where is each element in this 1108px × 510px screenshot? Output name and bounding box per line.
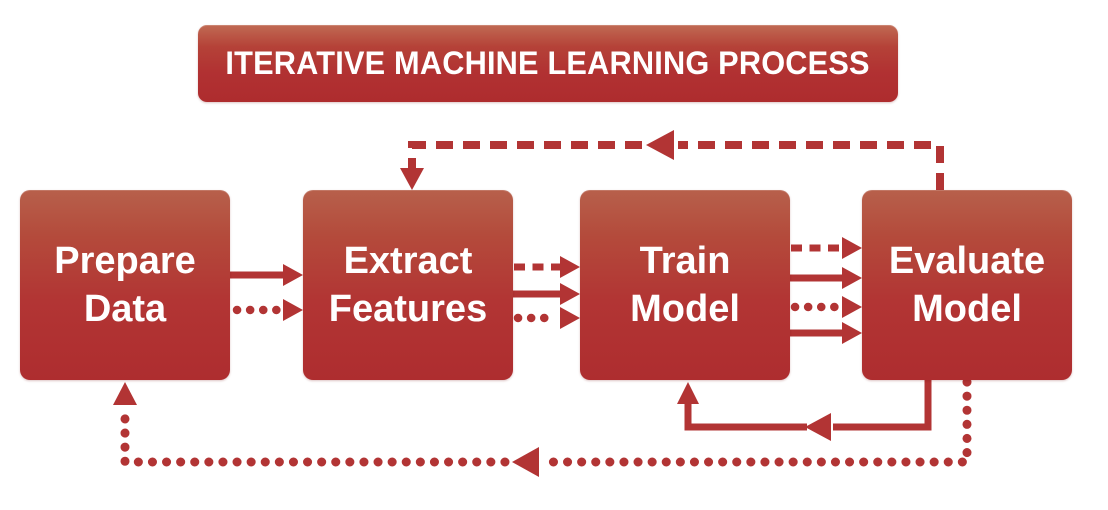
node-train-model: Train Model xyxy=(580,190,790,380)
node-evaluate-model: Evaluate Model xyxy=(862,190,1072,380)
node-prepare-data: Prepare Data xyxy=(20,190,230,380)
title-text: ITERATIVE MACHINE LEARNING PROCESS xyxy=(225,45,871,81)
edge-train-to-evaluate-solid-upper xyxy=(790,267,862,289)
edge-train-to-evaluate-dotted xyxy=(790,296,862,318)
edge-evaluate-to-extract-feedback-dashed xyxy=(400,130,944,190)
edge-prepare-to-extract-solid xyxy=(230,264,303,286)
node-evaluate-model-line2: Model xyxy=(912,288,1022,330)
node-extract-features: Extract Features xyxy=(303,190,513,380)
node-extract-features-line1: Extract xyxy=(343,240,473,282)
edge-extract-to-train-dotted xyxy=(513,307,580,329)
edge-extract-to-train-solid xyxy=(513,283,580,305)
node-prepare-data-line1: Prepare xyxy=(54,240,196,282)
edge-extract-to-train-dashed xyxy=(514,256,580,278)
node-extract-features-line2: Features xyxy=(328,288,488,330)
edge-evaluate-to-prepare-feedback-dotted xyxy=(113,377,972,477)
edge-prepare-to-extract-dotted xyxy=(232,299,303,321)
title-banner: ITERATIVE MACHINE LEARNING PROCESS xyxy=(198,25,898,102)
edge-train-to-evaluate-solid-lower xyxy=(790,322,862,344)
node-train-model-line2: Model xyxy=(630,288,740,330)
node-evaluate-model-line1: Evaluate xyxy=(888,240,1046,282)
node-prepare-data-line2: Data xyxy=(83,288,167,330)
node-train-model-line1: Train xyxy=(639,240,731,282)
edge-evaluate-to-train-feedback-solid xyxy=(677,380,932,441)
edge-train-to-evaluate-dashed xyxy=(791,237,862,259)
